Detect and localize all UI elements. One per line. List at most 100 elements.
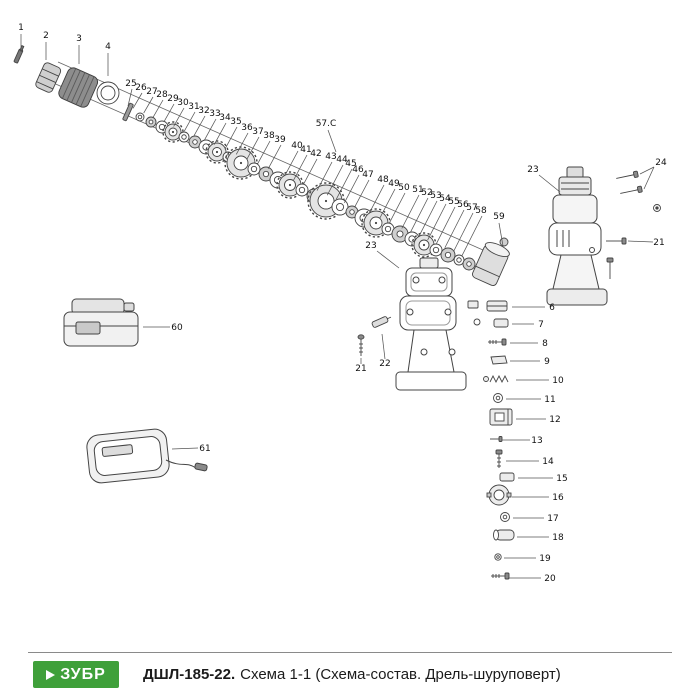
callout-23: 23: [527, 165, 538, 175]
axis-part: [135, 112, 145, 122]
leader-line: [303, 158, 318, 185]
leader-line: [235, 132, 249, 155]
part-13: [490, 436, 503, 442]
callout-55: 55: [448, 197, 459, 207]
callout-57.C: 57.C: [316, 119, 337, 129]
callout-35: 35: [230, 117, 241, 127]
callout-52: 52: [421, 188, 432, 198]
leader-line: [335, 168, 353, 200]
leader-line: [316, 161, 333, 191]
axis-part: [345, 205, 359, 219]
leader-line: [213, 122, 227, 145]
torque-collar: [58, 67, 99, 108]
part-12: [489, 408, 513, 426]
callout-45: 45: [345, 159, 356, 169]
callout-14: 14: [542, 457, 554, 467]
callout-9: 9: [544, 357, 550, 367]
misc-parts: [467, 300, 481, 326]
callout-3: 3: [76, 34, 82, 44]
leader-line: [224, 126, 238, 150]
leader-line: [418, 200, 438, 237]
callout-21: 21: [653, 238, 664, 248]
callout-46: 46: [352, 165, 364, 175]
leader-line: [538, 174, 561, 193]
exploded-diagram: 1234252627282930313233343536373839404142…: [13, 23, 667, 584]
zubr-logo: ЗУБР: [33, 661, 119, 688]
callout-10: 10: [552, 376, 564, 386]
callout-21: 21: [355, 364, 366, 374]
callout-18: 18: [552, 533, 564, 543]
part-8: [488, 338, 507, 346]
axis-part: [258, 166, 274, 182]
leader-line: [326, 164, 344, 196]
axis-part: [122, 102, 134, 122]
bit-holder: [371, 316, 392, 328]
collar-ring: [96, 81, 120, 105]
leader-line: [293, 154, 308, 181]
callout-16: 16: [552, 493, 564, 503]
callout-8: 8: [542, 339, 548, 349]
callout-47: 47: [362, 170, 373, 180]
callout-44: 44: [336, 155, 348, 165]
callout-36: 36: [241, 123, 253, 133]
leader-line: [435, 206, 456, 245]
callout-48: 48: [377, 175, 389, 185]
leader-line: [183, 111, 196, 132]
callout-30: 30: [177, 98, 189, 108]
leader-line: [453, 212, 474, 252]
leader-line: [163, 103, 175, 123]
leader-line: [461, 215, 483, 256]
screw-left: [357, 334, 365, 356]
callout-32: 32: [198, 106, 209, 116]
callout-28: 28: [156, 90, 168, 100]
callout-40: 40: [291, 141, 303, 151]
axis-part: [462, 257, 476, 271]
callout-43: 43: [325, 152, 336, 162]
axis-part: [453, 254, 465, 266]
caption-text: Схема 1-1 (Схема-состав. Дрель-шуруповер…: [240, 666, 561, 683]
callout-15: 15: [556, 474, 567, 484]
axis-part: [178, 131, 190, 143]
callout-20: 20: [544, 574, 556, 584]
leader-line: [627, 240, 654, 243]
callout-25: 25: [125, 79, 136, 89]
leader-line: [344, 174, 360, 203]
part-6: [486, 300, 508, 312]
leader-line: [376, 250, 400, 269]
axis-part: [331, 198, 349, 216]
axis-part: [440, 247, 456, 263]
leader-line: [389, 192, 406, 224]
callout-50: 50: [398, 183, 410, 193]
model-number: ДШЛ-185-22.: [143, 666, 236, 683]
axis-part: [429, 243, 443, 257]
leader-line: [173, 107, 185, 127]
leader-line: [368, 184, 385, 214]
zubr-logo-text: ЗУБР: [60, 665, 106, 683]
callout-61: 61: [199, 444, 210, 454]
part-17: [500, 512, 510, 522]
part-16: [486, 484, 512, 506]
callout-33: 33: [209, 109, 220, 119]
charger-cable: [165, 459, 197, 469]
part-14: [495, 449, 503, 468]
zubr-logo-mark-icon: [46, 669, 56, 680]
callout-4: 4: [105, 42, 111, 52]
leader-line: [171, 447, 199, 450]
callout-57: 57: [466, 203, 477, 213]
callout-38: 38: [263, 131, 275, 141]
footer-divider: [28, 652, 672, 653]
callout-17: 17: [547, 514, 558, 524]
axis-part: [145, 116, 157, 128]
callout-58: 58: [475, 206, 487, 216]
callout-54: 54: [439, 194, 451, 204]
footer: ЗУБР ДШЛ-185-22.Схема 1-1 (Схема-состав.…: [0, 652, 700, 700]
callout-22: 22: [379, 359, 390, 369]
axis-parts: [122, 102, 476, 271]
part-15: [499, 472, 515, 482]
leader-line: [643, 166, 655, 190]
callout-24: 24: [655, 158, 667, 168]
part-7: [493, 318, 509, 328]
leader-line: [132, 92, 143, 109]
leader-line: [284, 150, 299, 177]
